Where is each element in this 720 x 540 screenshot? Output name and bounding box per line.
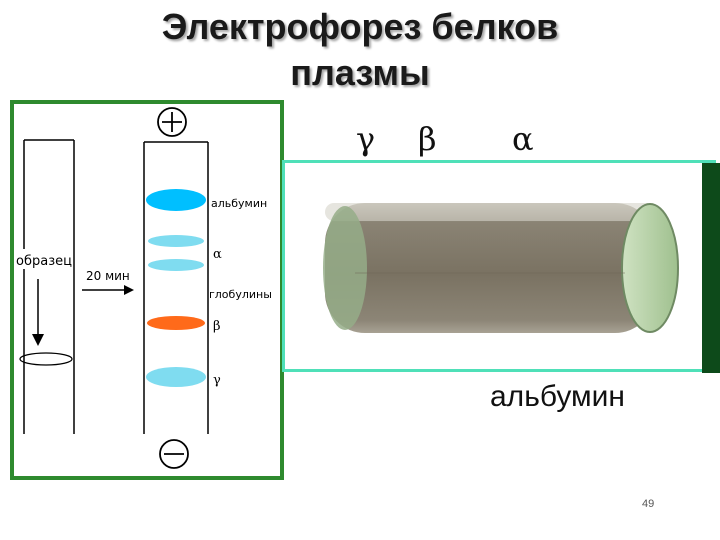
gamma-band [146,367,206,387]
alpha2-band [148,259,204,271]
albumin-caption: альбумин [490,380,625,413]
sample-down-arrow-head [32,334,44,346]
electrophoresis-diagram: образец 20 мин альбумин α глобулины β γ [10,100,284,480]
tube-svg [323,203,679,333]
alpha-label: α [213,247,222,262]
slide-title: Электрофорез белков плазмы [0,4,720,96]
alpha1-band [148,235,204,247]
globulins-label: глобулины [209,288,272,301]
time-arrow-head [124,285,134,295]
beta-heading: β [418,120,437,158]
time-label: 20 мин [86,269,130,283]
sample-disc [19,352,73,366]
beta-band [147,316,205,330]
sample-label: образец [16,254,72,269]
albumin-label: альбумин [211,197,267,210]
diagram-svg: образец 20 мин альбумин α глобулины β γ [16,107,272,469]
gamma-label: γ [213,373,221,388]
alpha-heading: α [512,120,534,158]
cathode-icon [159,439,189,469]
tube-highlight [325,203,655,221]
beta-label: β [213,319,221,334]
sample-label-bg [16,249,68,269]
albumin-band [146,189,206,211]
tube-right-cap [621,203,679,333]
tube-body [325,203,655,333]
title-line-1: Электрофорез белков [161,6,559,47]
anode-icon [157,107,187,137]
gel-tube-photo [282,160,716,372]
page-number: 49 [642,498,655,510]
photo-side-bar [702,163,720,373]
gamma-heading: γ [356,120,376,158]
title-line-2: плазмы [290,52,430,93]
tube-left-end [323,206,367,330]
